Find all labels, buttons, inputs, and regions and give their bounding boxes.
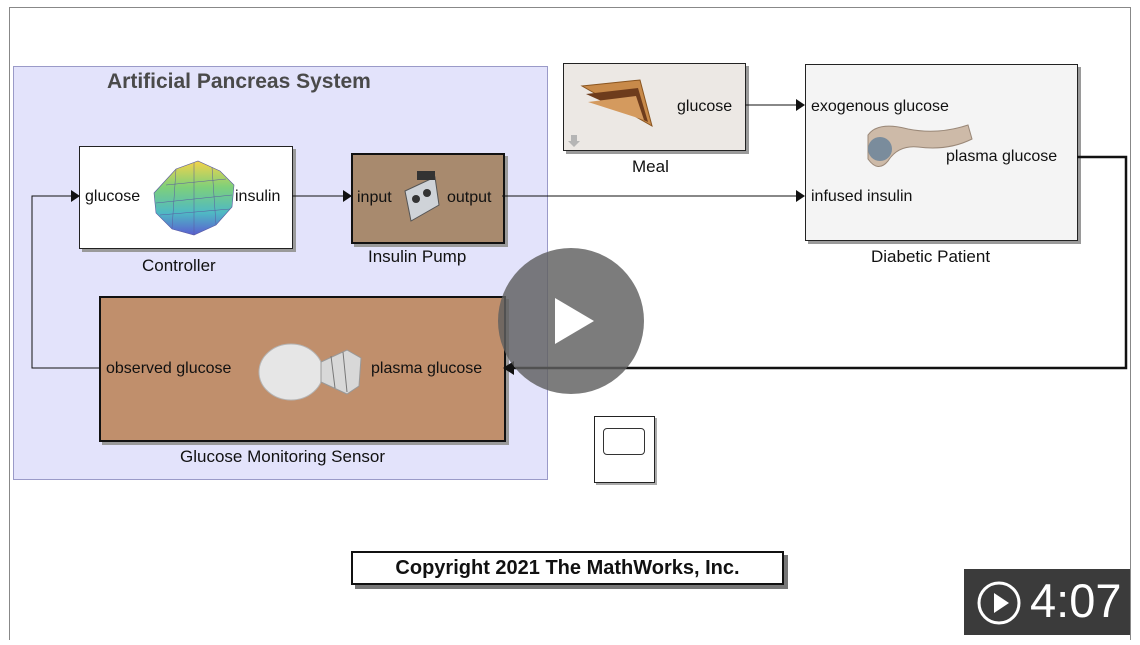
glucose-sensor-caption: Glucose Monitoring Sensor [180,447,386,466]
play-icon [555,298,594,344]
diabetic-patient-caption: Diabetic Patient [871,247,991,266]
meal-output-port: glucose [677,98,733,115]
diabetic-patient-block: exogenous glucose infused insulin plasma… [805,64,1078,241]
patient-infused-insulin-port: infused insulin [811,188,913,205]
glucose-sensor-block: observed glucose plasma glucose [99,296,506,442]
video-duration: 4:07 [1030,574,1122,627]
meal-caption: Meal [632,157,669,176]
controller-input-port: glucose [85,188,141,205]
insulin-pump-caption: Insulin Pump [368,247,467,266]
patient-exogenous-glucose-port: exogenous glucose [811,98,949,115]
play-button[interactable] [498,248,644,394]
insulin-pump-icon [404,171,440,222]
patient-output-port: plasma glucose [946,148,1058,165]
scope-block [594,416,655,483]
pancreas-icon [867,124,973,167]
pump-input-port: input [357,189,392,206]
subsystem-title: Artificial Pancreas System [107,70,371,93]
controller-block: glucose insulin [79,146,293,249]
pump-output-port: output [447,189,492,206]
controller-caption: Controller [142,256,216,275]
copyright-notice: Copyright 2021 The MathWorks, Inc. [351,551,784,585]
scope-screen-icon [603,428,645,455]
sandwich-icon [580,79,653,128]
controller-output-port: insulin [235,188,281,205]
sensor-device-icon [258,343,362,401]
video-duration-badge[interactable]: 4:07 [964,569,1130,635]
play-circle-icon [977,581,1021,625]
insulin-pump-block: input output [351,153,505,244]
down-arrow-icon [568,135,580,147]
meal-block: glucose [563,63,746,151]
surface-plot-icon [153,160,235,236]
sensor-input-port: plasma glucose [371,360,483,377]
sensor-output-port: observed glucose [106,360,232,377]
